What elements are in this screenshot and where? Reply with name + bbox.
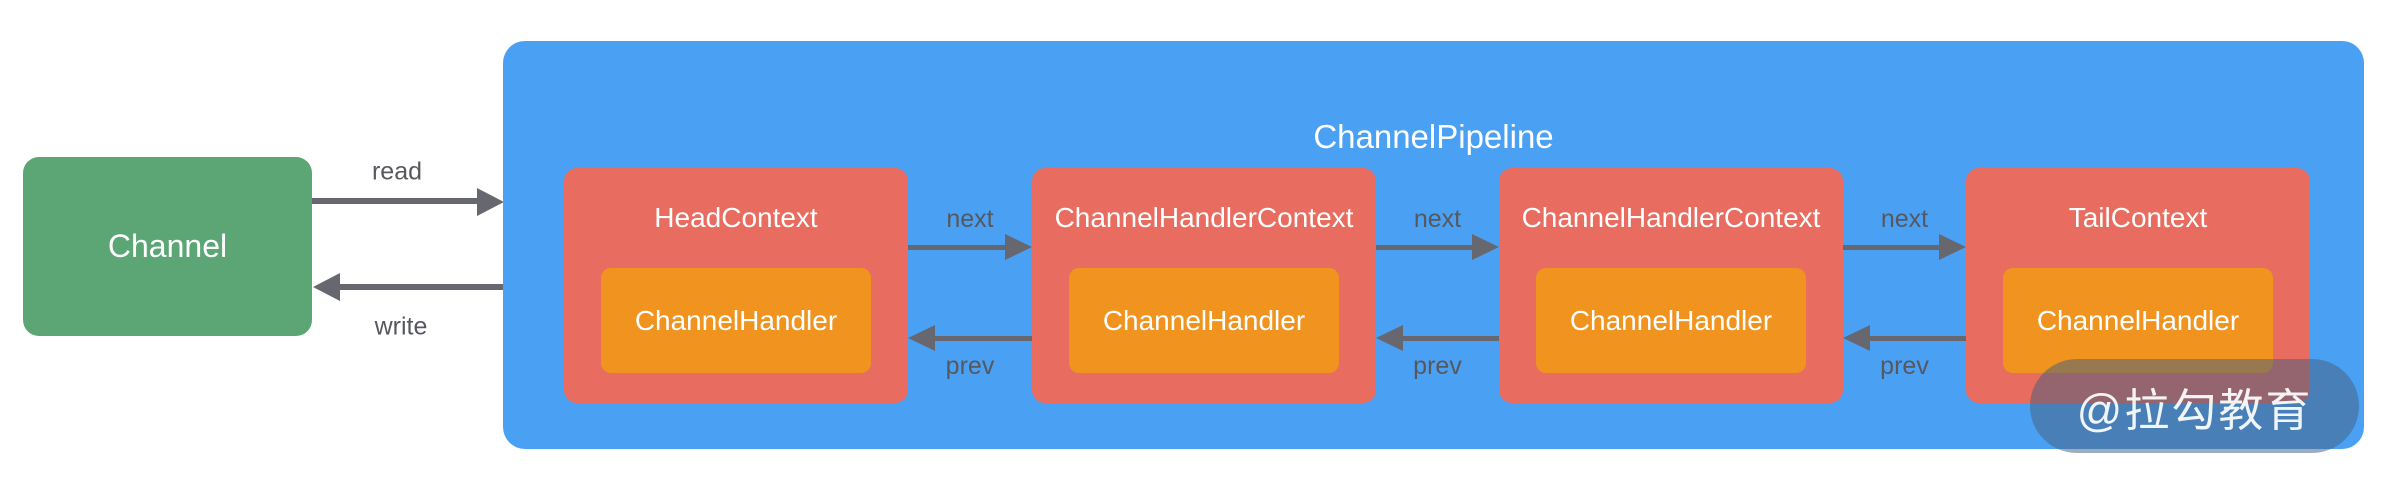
read-arrow-line xyxy=(312,198,478,204)
channel-handler-label: ChannelHandler xyxy=(1569,304,1773,336)
prev-arrowhead-icon xyxy=(1843,325,1870,351)
next-arrow-label: next xyxy=(1413,205,1462,233)
link-context2-to-tail: next prev xyxy=(1843,168,1966,403)
read-arrowhead-icon xyxy=(477,188,504,216)
channel-handler-box: ChannelHandler xyxy=(601,268,871,373)
next-arrow-line xyxy=(1376,245,1475,250)
write-arrow-label: write xyxy=(374,312,428,341)
channel-handler-box: ChannelHandler xyxy=(1536,268,1806,373)
channel-handler-context-box-1: ChannelHandlerContext ChannelHandler xyxy=(1032,168,1376,403)
channel-handler-context-title-1: ChannelHandlerContext xyxy=(1054,202,1354,233)
link-context1-to-context2: next prev xyxy=(1376,168,1499,403)
prev-arrow-line xyxy=(1400,336,1499,341)
channel-label: Channel xyxy=(107,228,228,264)
prev-arrowhead-icon xyxy=(908,325,935,351)
next-arrow-label: next xyxy=(1880,205,1929,233)
pipeline-title: ChannelPipeline xyxy=(1313,118,1554,155)
tail-context-title: TailContext xyxy=(2068,202,2208,233)
channel-handler-label: ChannelHandler xyxy=(2036,304,2240,336)
write-arrow-line xyxy=(339,284,503,290)
channel-handler-context-box-2: ChannelHandlerContext ChannelHandler xyxy=(1499,168,1843,403)
head-context-title: HeadContext xyxy=(654,202,818,233)
prev-arrow-line xyxy=(932,336,1032,341)
prev-arrowhead-icon xyxy=(1376,325,1403,351)
next-arrowhead-icon xyxy=(1005,234,1032,260)
channel-handler-box: ChannelHandler xyxy=(1069,268,1339,373)
watermark-text: @拉勾教育 xyxy=(2076,384,2313,436)
next-arrow-line xyxy=(1843,245,1942,250)
head-context-box: HeadContext ChannelHandler xyxy=(564,168,908,403)
prev-arrow-label: prev xyxy=(1880,352,1929,380)
read-arrow-label: read xyxy=(371,157,423,186)
channel-handler-context-title-2: ChannelHandlerContext xyxy=(1521,202,1821,233)
prev-arrow-line xyxy=(1867,336,1966,341)
channel-handler-label: ChannelHandler xyxy=(1102,304,1306,336)
write-arrowhead-icon xyxy=(313,273,340,301)
next-arrow-label: next xyxy=(946,205,994,233)
link-head-to-context1: next prev xyxy=(908,168,1032,403)
prev-arrow-label: prev xyxy=(945,352,995,380)
channel-box: Channel xyxy=(23,157,312,336)
next-arrow-line xyxy=(908,245,1008,250)
watermark-badge: @拉勾教育 xyxy=(2030,359,2359,453)
channel-handler-label: ChannelHandler xyxy=(634,304,838,336)
prev-arrow-label: prev xyxy=(1413,352,1462,380)
channel-pipeline-box: ChannelPipeline HeadContext ChannelHandl… xyxy=(503,41,2364,449)
channel-handler-box: ChannelHandler xyxy=(2003,268,2273,373)
next-arrowhead-icon xyxy=(1939,234,1966,260)
next-arrowhead-icon xyxy=(1472,234,1499,260)
